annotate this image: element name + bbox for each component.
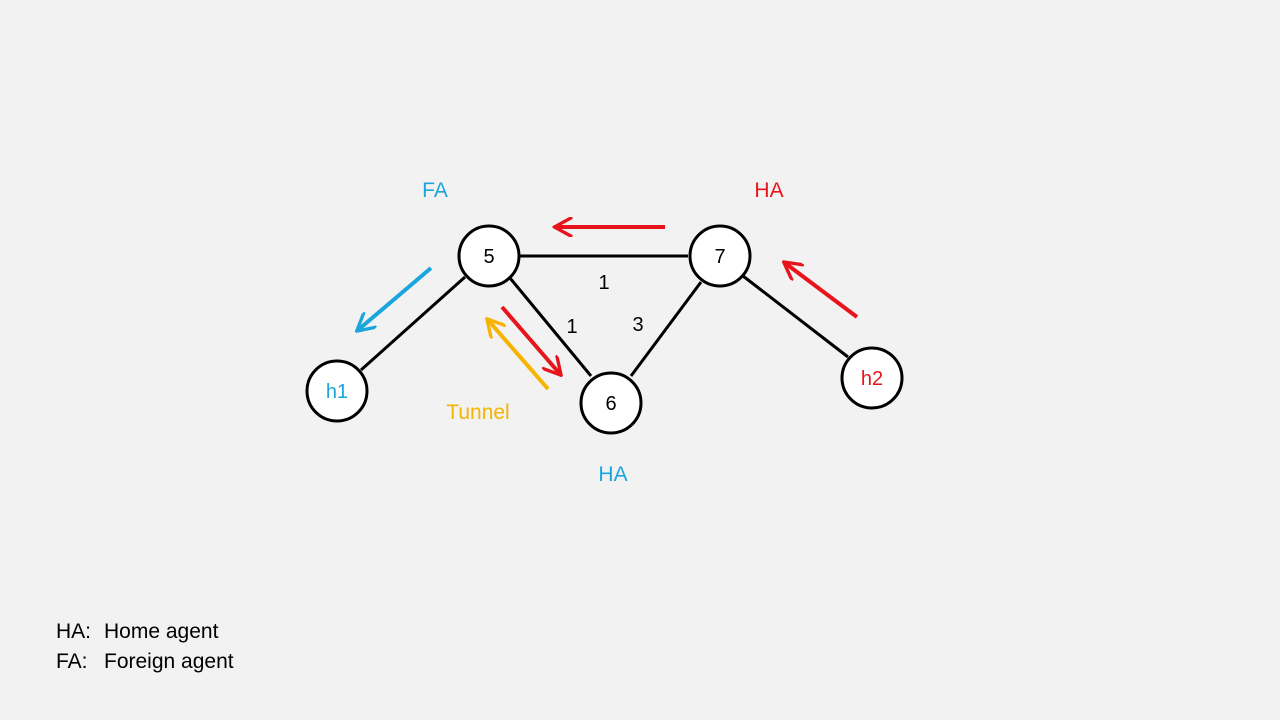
edge-5-h1 [360, 275, 466, 372]
node-6: 6 [579, 371, 643, 435]
legend-value-ha: Home agent [104, 620, 219, 643]
legend-row-fa: FA: Foreign agent [56, 647, 234, 677]
weight-7-6: 3 [632, 314, 643, 336]
node-7: 7 [688, 224, 752, 288]
edge-5-6 [508, 277, 593, 377]
legend-key-ha: HA: [56, 620, 92, 643]
red-arrow-h2-to-7 [785, 263, 859, 319]
node-h2-label: h2 [861, 368, 883, 390]
red-arrow-5-to-6 [500, 305, 560, 374]
node-h2: h2 [840, 346, 904, 410]
node-5-label: 5 [483, 246, 494, 268]
legend-key-fa: FA: [56, 650, 88, 673]
legend-value-fa: Foreign agent [104, 650, 234, 673]
ha-label-top: HA [754, 179, 783, 202]
legend: HA: Home agent FA: Foreign agent [56, 617, 234, 677]
edge-7-6 [629, 281, 703, 377]
tunnel-label: Tunnel [446, 401, 509, 424]
blue-arrow-5-to-h1 [358, 266, 433, 330]
legend-row-ha: HA: Home agent [56, 617, 234, 647]
node-6-label: 6 [605, 393, 616, 415]
edge-7-h2 [742, 274, 849, 359]
fa-label: FA [422, 179, 448, 202]
ha-label-bottom: HA [598, 463, 627, 486]
node-h1-label: h1 [326, 381, 348, 403]
weight-5-7: 1 [598, 272, 609, 294]
node-h1: h1 [305, 359, 369, 423]
orange-arrow-6-to-5 [488, 320, 550, 391]
node-5: 5 [457, 224, 521, 288]
weight-5-6: 1 [566, 316, 577, 338]
node-7-label: 7 [714, 246, 725, 268]
